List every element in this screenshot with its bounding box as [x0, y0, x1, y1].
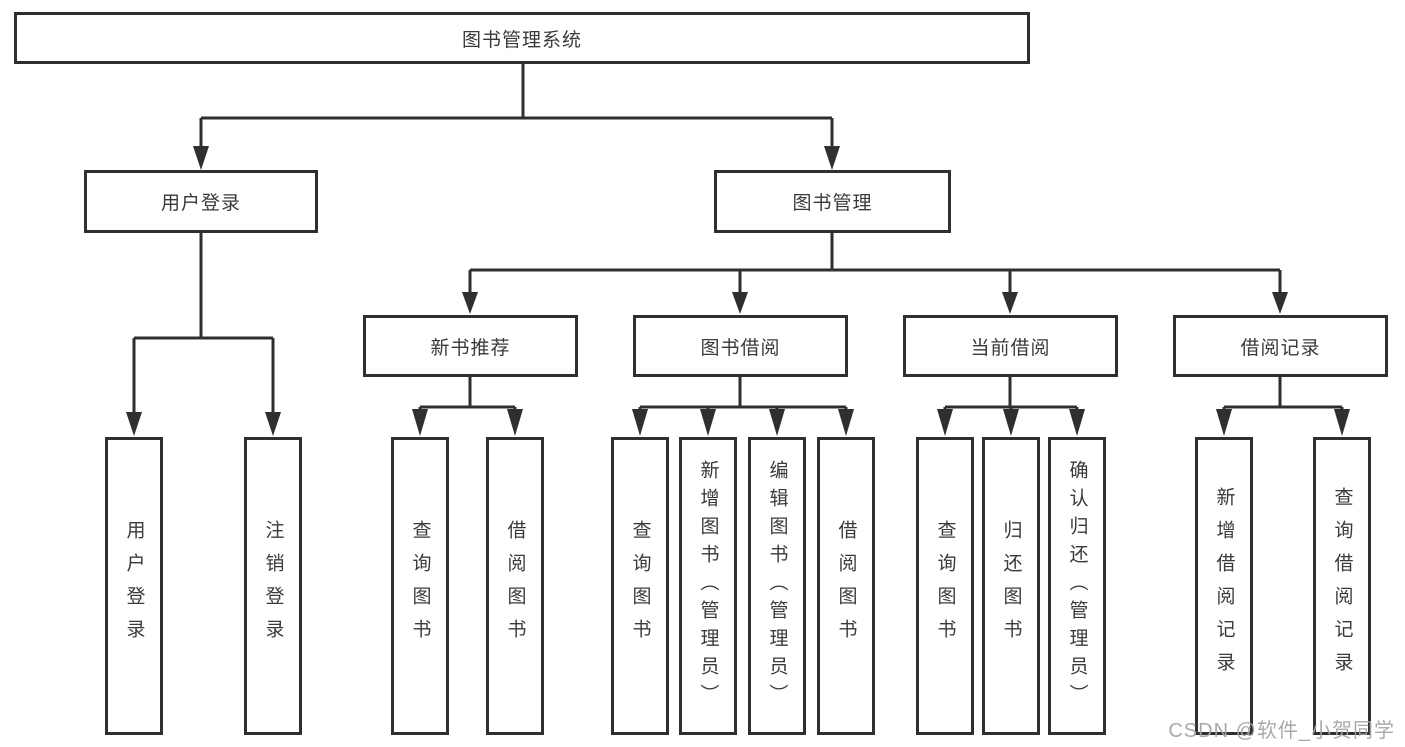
connector-newbooks-to-leaves: [418, 377, 517, 410]
arrow-icon: [412, 409, 428, 436]
leaf-query-books-borrow: 查询图书: [611, 437, 669, 735]
leaf-return-books: 归还图书: [982, 437, 1040, 735]
leaf-borrow-books-recommend: 借阅图书: [486, 437, 544, 735]
arrow-icon: [1003, 409, 1019, 436]
arrow-icon: [1334, 409, 1350, 436]
node-book-borrow: 图书借阅: [633, 315, 848, 377]
node-borrow-records: 借阅记录: [1173, 315, 1388, 377]
leaf-add-books-admin: 新增图书（管理员）: [679, 437, 737, 735]
node-user-login: 用户登录: [84, 170, 318, 233]
leaf-confirm-return-admin: 确认归还（管理员）: [1048, 437, 1106, 735]
arrow-icon: [700, 409, 716, 436]
leaf-query-books-current: 查询图书: [916, 437, 974, 735]
leaf-logout: 注销登录: [244, 437, 302, 735]
node-current-borrow: 当前借阅: [903, 315, 1118, 377]
leaf-query-books-recommend: 查询图书: [391, 437, 449, 735]
arrow-icon: [769, 409, 785, 436]
leaf-user-login: 用户登录: [105, 437, 163, 735]
arrow-icon: [1216, 409, 1232, 436]
arrow-icon: [1069, 409, 1085, 436]
arrow-icon: [1002, 292, 1018, 314]
leaf-edit-books-admin: 编辑图书（管理员）: [748, 437, 806, 735]
arrow-icon: [507, 409, 523, 436]
node-new-book-recommend: 新书推荐: [363, 315, 578, 377]
arrow-icon: [1272, 292, 1288, 314]
leaf-borrow-books: 借阅图书: [817, 437, 875, 735]
arrow-icon: [732, 292, 748, 314]
arrow-icon: [838, 409, 854, 436]
connector-currentborrow-to-leaves: [943, 377, 1079, 410]
arrow-icon: [265, 412, 281, 436]
arrow-icon: [632, 409, 648, 436]
node-book-management: 图书管理: [714, 170, 951, 233]
leaf-query-borrow-record: 查询借阅记录: [1313, 437, 1371, 735]
watermark: CSDN @软件_小贺同学: [1168, 720, 1395, 742]
leaf-add-borrow-record: 新增借阅记录: [1195, 437, 1253, 735]
arrow-icon: [462, 292, 478, 314]
arrow-icon: [126, 412, 142, 436]
connector-bookmgmt-to-level3: [468, 233, 1282, 292]
arrow-icon: [193, 146, 209, 170]
arrow-icon: [824, 146, 840, 170]
connector-records-to-leaves: [1222, 377, 1344, 410]
arrow-icon: [937, 409, 953, 436]
connector-bookborrow-to-leaves: [638, 377, 848, 410]
arrowheads: [126, 146, 1350, 436]
connector-root-to-level2: [199, 64, 834, 146]
node-root: 图书管理系统: [14, 12, 1030, 64]
connector-userlogin-to-leaves: [132, 233, 275, 412]
